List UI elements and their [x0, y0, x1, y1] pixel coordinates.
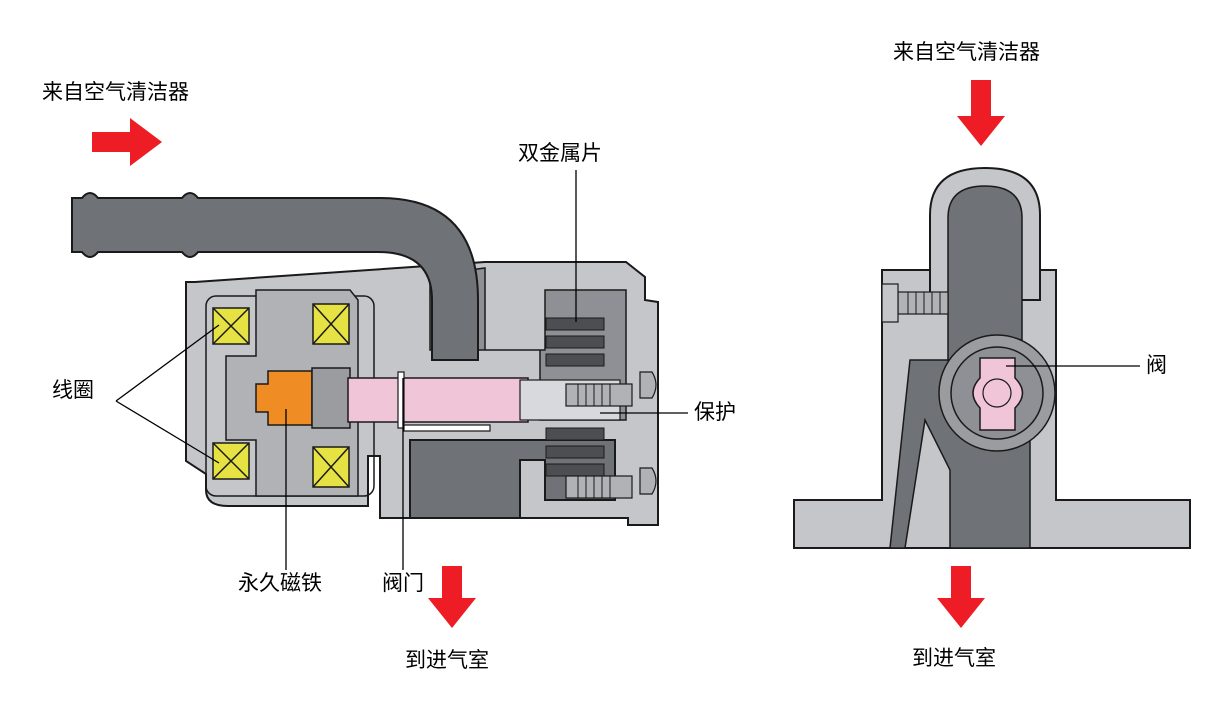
screws	[565, 371, 657, 499]
coil-top-left	[212, 307, 250, 345]
arrow-inlet-right	[957, 80, 1005, 146]
coil-bottom-right	[312, 446, 350, 488]
coil-bottom-left	[212, 442, 250, 480]
label-protect: 保护	[694, 400, 736, 424]
right-cutaway-view	[793, 80, 1191, 628]
label-valve: 阀	[1146, 353, 1167, 377]
leader-lines-left	[115, 170, 688, 570]
label-coil: 线圈	[52, 378, 94, 402]
label-from-cleaner-right: 来自空气清洁器	[893, 40, 1040, 64]
right-screw-head	[881, 283, 899, 323]
valve-door-plate	[397, 371, 491, 432]
left-lower-chamber	[409, 439, 616, 519]
label-to-intake-right: 到进气室	[912, 646, 996, 670]
leader-coil-top	[115, 324, 220, 402]
label-to-intake-left: 到进气室	[405, 648, 489, 672]
left-inlet-pipe	[71, 192, 479, 361]
right-inlet-pipe	[947, 185, 1023, 361]
valve-shaft	[347, 377, 529, 423]
right-screw-threads	[907, 292, 941, 314]
coil-top-right	[312, 303, 350, 345]
arrow-inlet-left	[92, 118, 162, 166]
armature	[311, 367, 351, 429]
left-cutaway-view	[71, 118, 688, 628]
label-valve-door: 阀门	[382, 571, 424, 595]
arrow-outlet-left	[428, 566, 476, 628]
arrow-outlet-right	[937, 566, 985, 628]
label-bimetal: 双金属片	[518, 141, 602, 165]
label-from-cleaner-left: 来自空气清洁器	[42, 80, 189, 104]
label-permanent-magnet: 永久磁铁	[238, 571, 322, 595]
leader-coil-bottom	[115, 400, 220, 464]
valve-center	[982, 378, 1012, 408]
